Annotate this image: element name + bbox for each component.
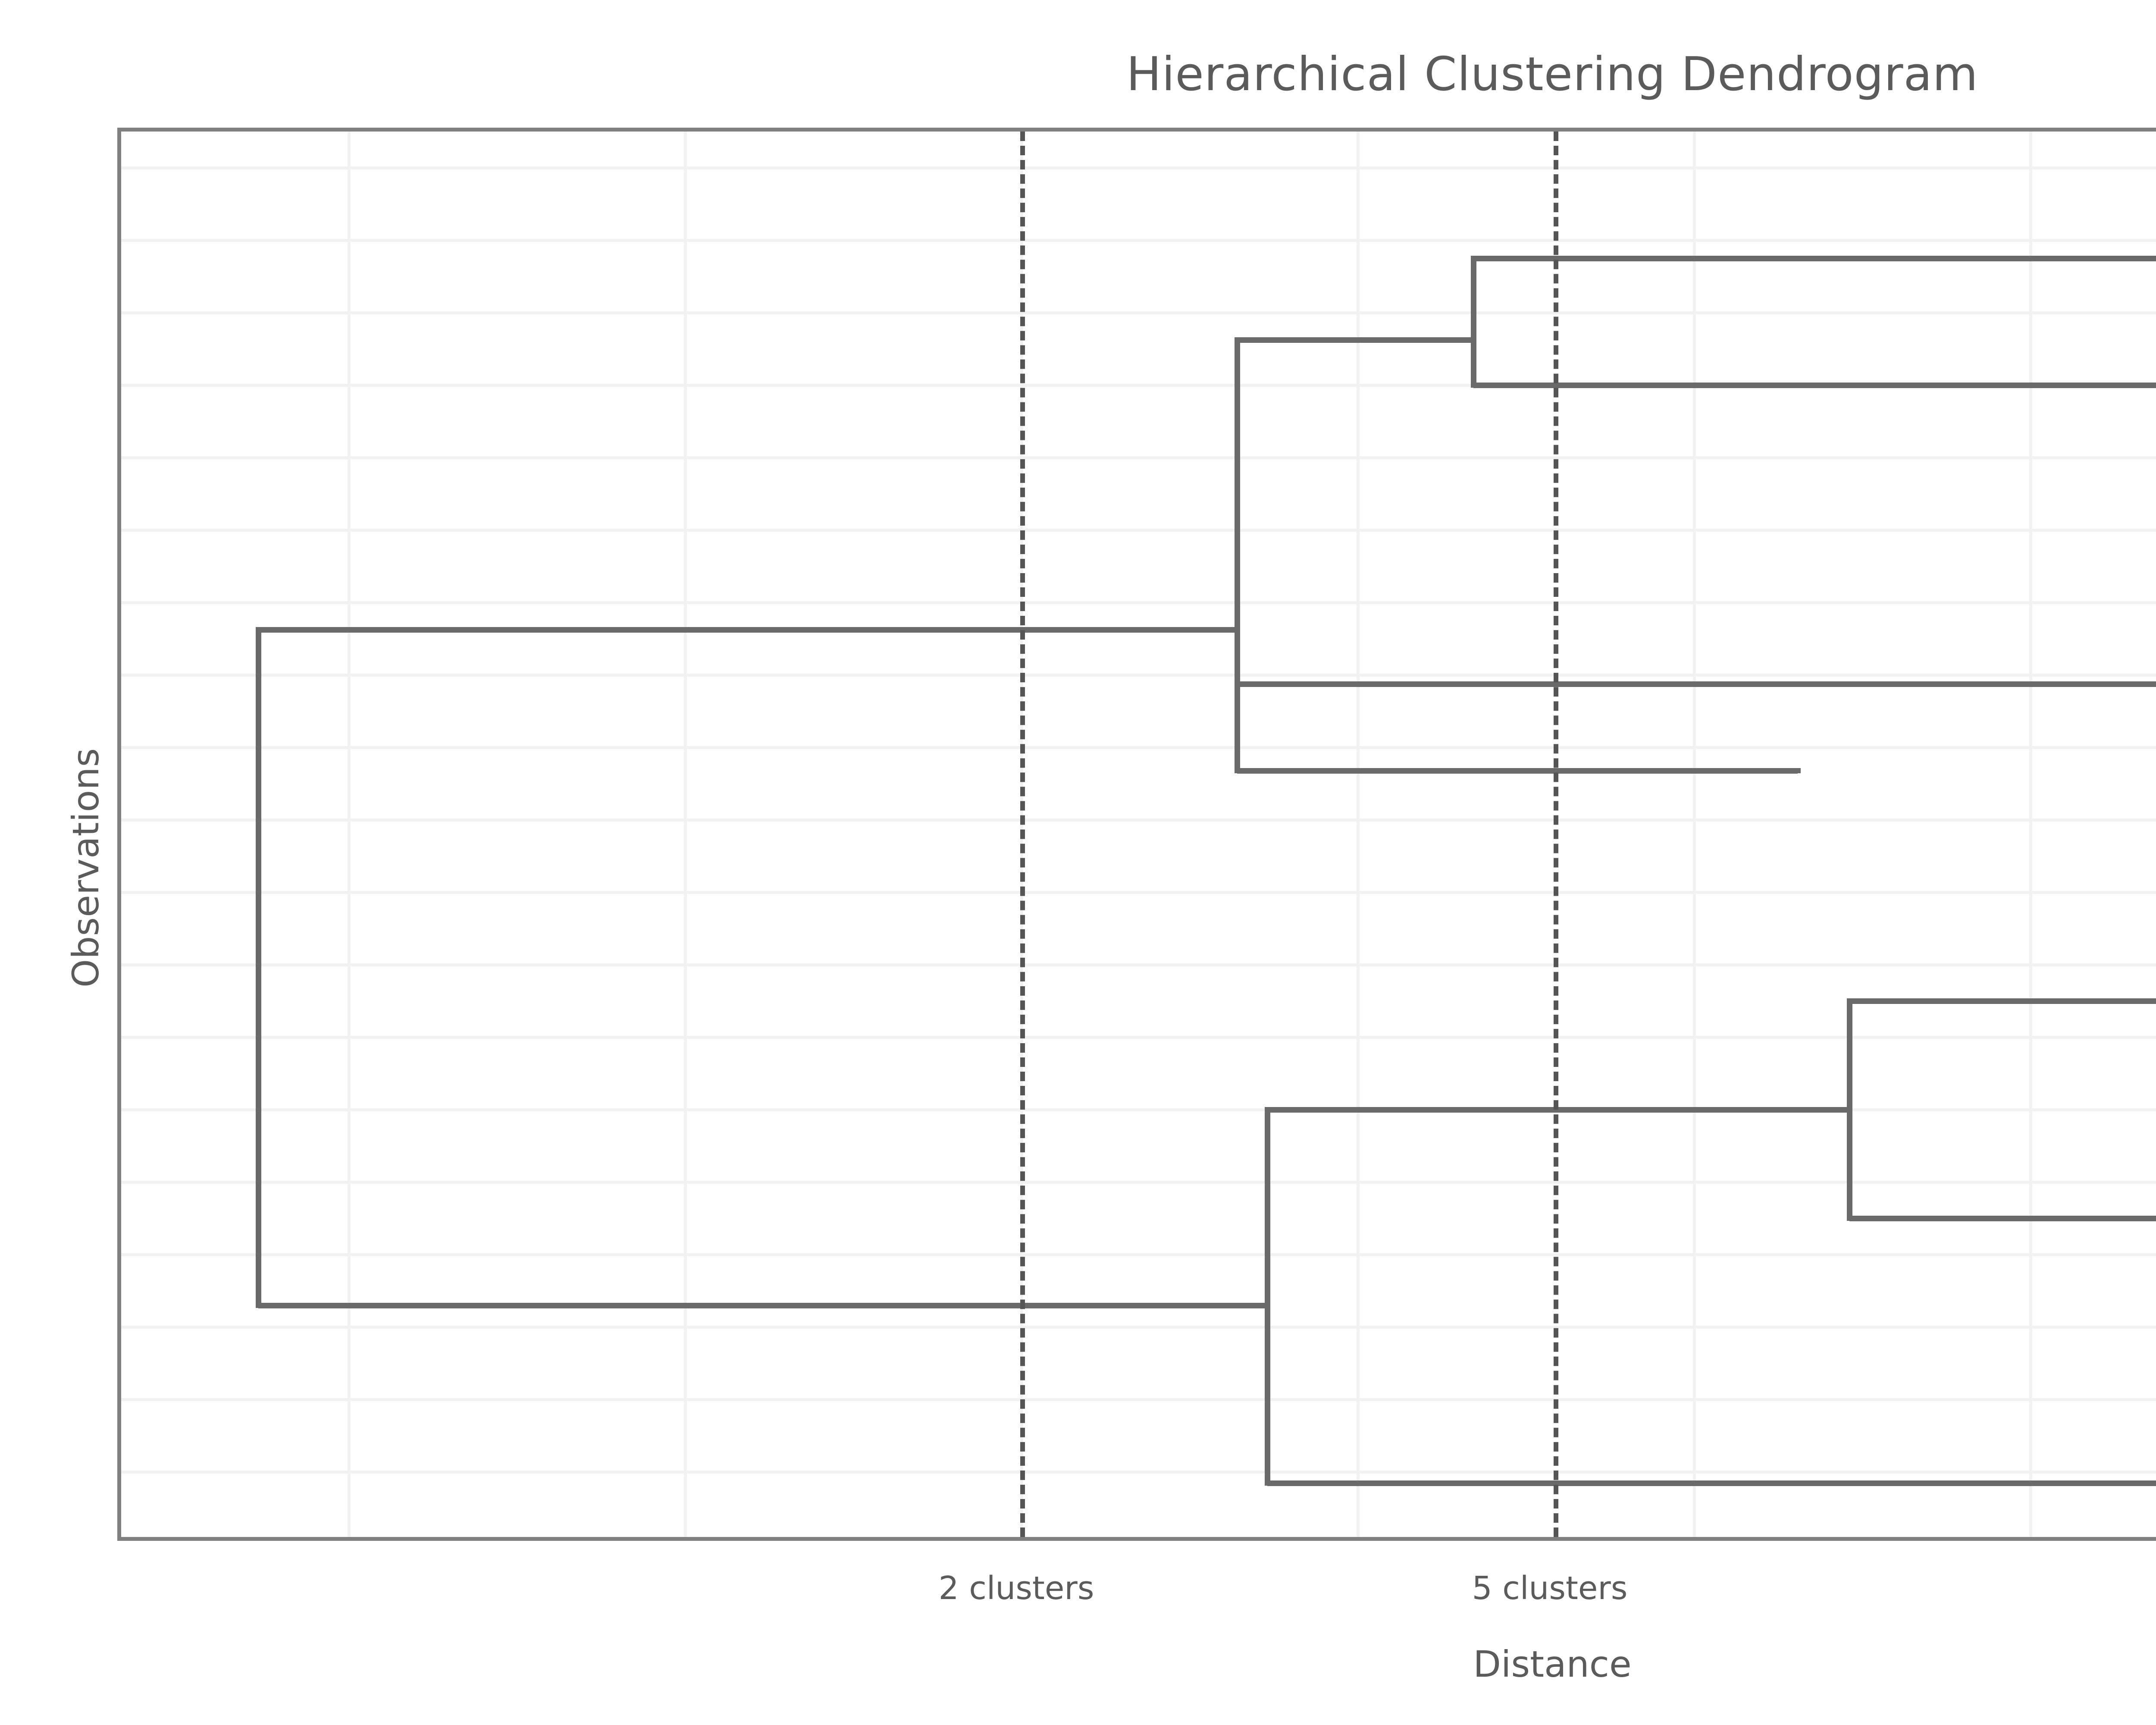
link-vertical [1795,768,1801,773]
gridline-horizontal [121,674,2156,677]
x-axis-line [117,1537,2156,1541]
link-horizontal [1473,256,2156,261]
gridline-vertical [348,132,351,1537]
gridline-horizontal [121,166,2156,169]
gridline-horizontal [121,311,2156,314]
gridline-horizontal [121,1181,2156,1184]
link-vertical [1265,1107,1270,1486]
gridline-horizontal [121,529,2156,532]
link-vertical [1847,998,1852,1221]
link-horizontal [1473,383,2156,388]
link-horizontal [1237,681,2156,687]
y-axis-label: Observations [65,748,107,988]
gridline-horizontal [121,963,2156,966]
gridline-vertical [1693,132,1696,1537]
gridline-vertical [1357,132,1360,1537]
link-vertical [1471,256,1476,388]
gridline-vertical [2029,132,2032,1537]
gridline-horizontal [121,1471,2156,1474]
gridline-horizontal [121,746,2156,749]
cut-line-2-clusters [1020,132,1025,1537]
link-horizontal [258,1303,1267,1308]
gridline-horizontal [121,1326,2156,1329]
link-horizontal [1237,768,1798,774]
gridline-horizontal [121,819,2156,822]
gridline-horizontal [121,1398,2156,1401]
link-horizontal [1267,1107,1849,1113]
x-axis-label: Distance [1473,1643,1632,1685]
gridline-horizontal [121,1108,2156,1111]
link-horizontal [1849,1216,2156,1221]
gridline-horizontal [121,601,2156,604]
gridline-vertical [684,132,687,1537]
link-horizontal [1849,998,2156,1004]
gridline-horizontal [121,456,2156,459]
link-horizontal [1237,337,1473,343]
gridlines [121,132,2156,1537]
gridline-horizontal [121,1253,2156,1256]
gridline-horizontal [121,1036,2156,1039]
cut-label-5-clusters: 5 clusters [1472,1570,1628,1607]
dendrogram-links [121,132,2156,1537]
gridline-horizontal [121,239,2156,242]
cluster-cut-lines [121,132,2156,1537]
gridline-horizontal [121,891,2156,894]
plot-area [117,128,2156,1537]
page-title: Hierarchical Clustering Dendrogram [1126,47,1978,101]
link-vertical [1235,337,1240,773]
link-horizontal [1267,1480,2156,1486]
gridline-horizontal [121,384,2156,387]
link-horizontal [258,627,1237,633]
link-vertical [256,627,261,1308]
cut-line-5-clusters [1554,132,1558,1537]
cut-label-2-clusters: 2 clusters [938,1570,1094,1607]
